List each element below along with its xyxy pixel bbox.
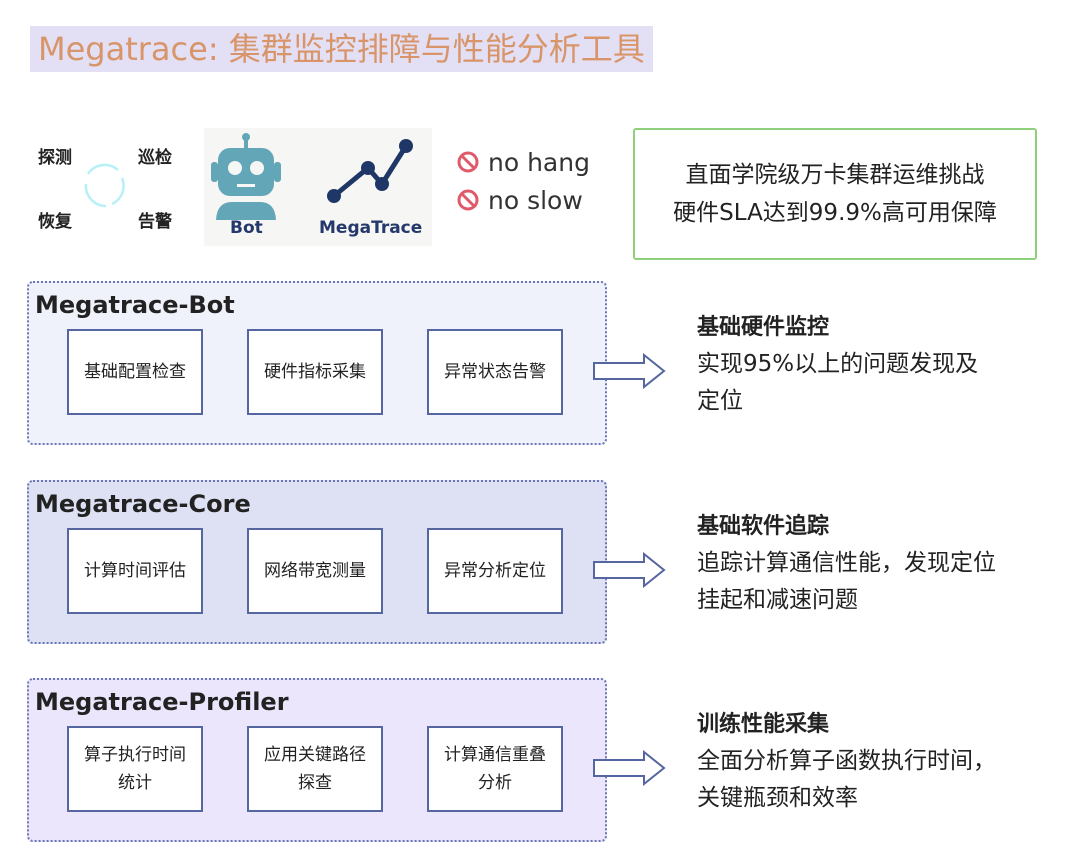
goal-box: 直面学院级万卡集群运维挑战 硬件SLA达到99.9%高可用保障	[633, 128, 1037, 260]
page-title: Megatrace: 集群监控排障与性能分析工具	[30, 26, 653, 72]
desc-text: 追踪计算通信性能，发现定位挂起和减速问题	[697, 550, 996, 613]
panel-0: Megatrace-Bot 基础配置检查硬件指标采集异常状态告警	[27, 281, 607, 445]
feature-box: 计算通信重叠分析	[427, 726, 563, 812]
bot-label: Bot	[230, 218, 263, 238]
feature-box: 网络带宽测量	[247, 528, 383, 614]
prohibited-icon	[457, 189, 479, 211]
robot-icon	[211, 133, 281, 220]
no-goals: no hang no slow	[456, 143, 590, 219]
cycle-item: 告警	[138, 212, 172, 232]
panel-title: Megatrace-Profiler	[35, 688, 289, 716]
panel-1: Megatrace-Core 计算时间评估网络带宽测量异常分析定位	[27, 480, 607, 644]
feature-box: 硬件指标采集	[247, 329, 383, 415]
cycle-arrows-icon	[84, 163, 125, 208]
feature-box: 基础配置检查	[67, 329, 203, 415]
desc-title: 训练性能采集	[697, 712, 830, 737]
feature-box: 异常状态告警	[427, 329, 563, 415]
feature-box: 应用关键路径探查	[247, 726, 383, 812]
feature-box: 算子执行时间统计	[67, 726, 203, 812]
arrow-right-icon	[593, 552, 666, 588]
desc-title: 基础软件追踪	[697, 514, 830, 539]
desc-text: 全面分析算子函数执行时间，关键瓶颈和效率	[697, 748, 996, 811]
goal-no-hang: no hang	[488, 147, 590, 177]
panel-description: 基础硬件监控 实现95%以上的问题发现及定位	[697, 309, 997, 420]
prohibited-icon	[457, 151, 479, 173]
arrow-right-icon	[593, 353, 666, 389]
goal-no-slow: no slow	[488, 185, 583, 215]
desc-text: 实现95%以上的问题发现及定位	[697, 351, 979, 414]
logo-panel: Bot MegaTrace	[204, 128, 432, 246]
arrow-right-icon	[593, 750, 666, 786]
cycle-item: 恢复	[38, 212, 72, 232]
desc-title: 基础硬件监控	[697, 315, 830, 340]
goal-line: 硬件SLA达到99.9%高可用保障	[673, 200, 997, 226]
panel-description: 训练性能采集 全面分析算子函数执行时间，关键瓶颈和效率	[697, 706, 997, 817]
panel-title: Megatrace-Core	[35, 490, 251, 518]
panel-2: Megatrace-Profiler 算子执行时间统计应用关键路径探查计算通信重叠…	[27, 678, 607, 842]
cycle-item: 巡检	[138, 148, 172, 168]
feature-box: 计算时间评估	[67, 528, 203, 614]
cycle-item: 探测	[38, 148, 72, 168]
feature-box: 异常分析定位	[427, 528, 563, 614]
panel-description: 基础软件追踪 追踪计算通信性能，发现定位挂起和减速问题	[697, 508, 997, 619]
goal-line: 直面学院级万卡集群运维挑战	[685, 162, 985, 188]
megatrace-label: MegaTrace	[319, 218, 423, 238]
panel-title: Megatrace-Bot	[35, 291, 235, 319]
trend-line-icon	[327, 139, 413, 203]
